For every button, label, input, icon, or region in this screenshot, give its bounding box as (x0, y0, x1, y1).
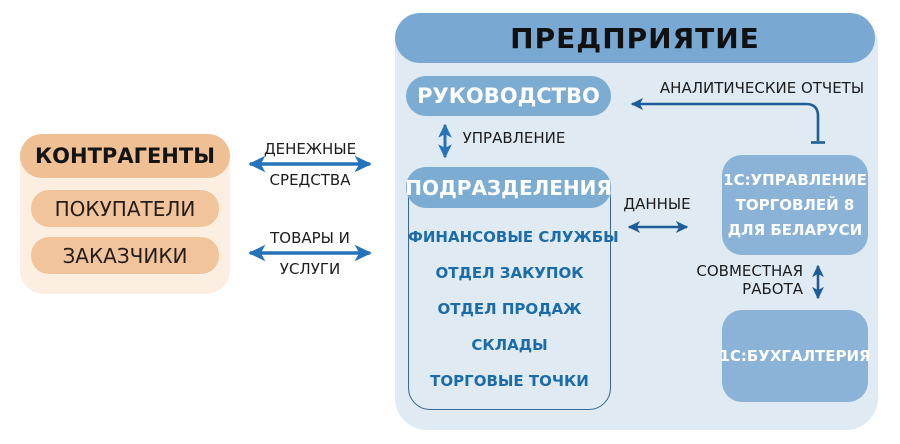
management-flow-label: УПРАВЛЕНИЕ (462, 129, 566, 147)
department-item-warehouses: СКЛАДЫ (471, 336, 548, 354)
department-item-purchasing: ОТДЕЛ ЗАКУПОК (435, 264, 584, 282)
software-trade-line3: ДЛЯ БЕЛАРУСИ (727, 220, 863, 239)
joint-work-label-line2: РАБОТА (742, 280, 803, 298)
money-flow-label-line1: ДЕНЕЖНЫЕ (263, 140, 357, 158)
enterprise-title: ПРЕДПРИЯТИЕ (395, 13, 875, 63)
counterparties-title: КОНТРАГЕНТЫ (20, 134, 230, 178)
counterparty-item-buyers: ПОКУПАТЕЛИ (31, 190, 219, 227)
management-box: РУКОВОДСТВО (406, 76, 611, 116)
department-item-retail: ТОРГОВЫЕ ТОЧКИ (430, 372, 589, 390)
goods-flow-label-line1: ТОВАРЫ И (270, 229, 350, 247)
department-item-finance: ФИНАНСОВЫЕ СЛУЖБЫ (408, 228, 619, 246)
software-accounting-box: 1С:БУХГАЛТЕРИЯ (719, 310, 871, 402)
joint-work-label-line1: СОВМЕСТНАЯ (696, 262, 803, 280)
software-trade-box: 1С:УПРАВЛЕНИЕ ТОРГОВЛЕЙ 8 ДЛЯ БЕЛАРУСИ (722, 155, 868, 255)
departments-title-box: ПОДРАЗДЕЛЕНИЯ (405, 167, 612, 208)
data-flow-label: ДАННЫЕ (623, 195, 691, 213)
counterparty-item-customers: ЗАКАЗЧИКИ (31, 237, 219, 274)
software-trade-line2: ТОРГОВЛЕЙ 8 (735, 195, 855, 214)
analytical-reports-label: АНАЛИТИЧЕСКИЕ ОТЧЕТЫ (659, 79, 865, 97)
goods-flow-label-line2: УСЛУГИ (279, 260, 341, 278)
software-trade-line1: 1С:УПРАВЛЕНИЕ (723, 170, 867, 189)
money-flow-label-line2: СРЕДСТВА (269, 171, 351, 189)
department-item-sales: ОТДЕЛ ПРОДАЖ (437, 300, 582, 318)
